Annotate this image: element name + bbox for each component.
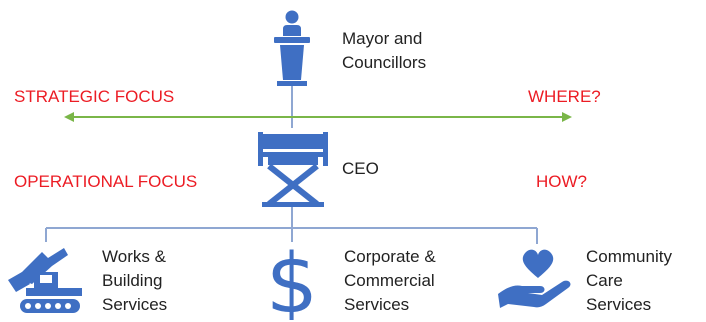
works-building-services-label: Works & Building Services [102, 247, 168, 314]
heart-in-hand-icon [498, 249, 571, 308]
directors-chair-icon [258, 132, 328, 207]
ceo-label: CEO [342, 159, 379, 178]
operational-focus-label: OPERATIONAL FOCUS [14, 172, 198, 191]
podium-speaker-icon [274, 10, 310, 86]
where-label: WHERE? [528, 87, 601, 106]
mayor-councillors-label: Mayor and Councillors [342, 29, 427, 72]
how-label: HOW? [536, 172, 587, 191]
strategic-focus-label: STRATEGIC FOCUS [14, 87, 175, 106]
dollar-sign-icon: $ [268, 240, 316, 320]
excavator-icon [8, 248, 82, 313]
community-care-services-label: Community Care Services [586, 247, 672, 314]
corporate-commercial-services-label: Corporate & Commercial Services [344, 247, 436, 314]
svg-text:$: $ [268, 240, 316, 320]
focus-divider-arrow [64, 112, 572, 122]
